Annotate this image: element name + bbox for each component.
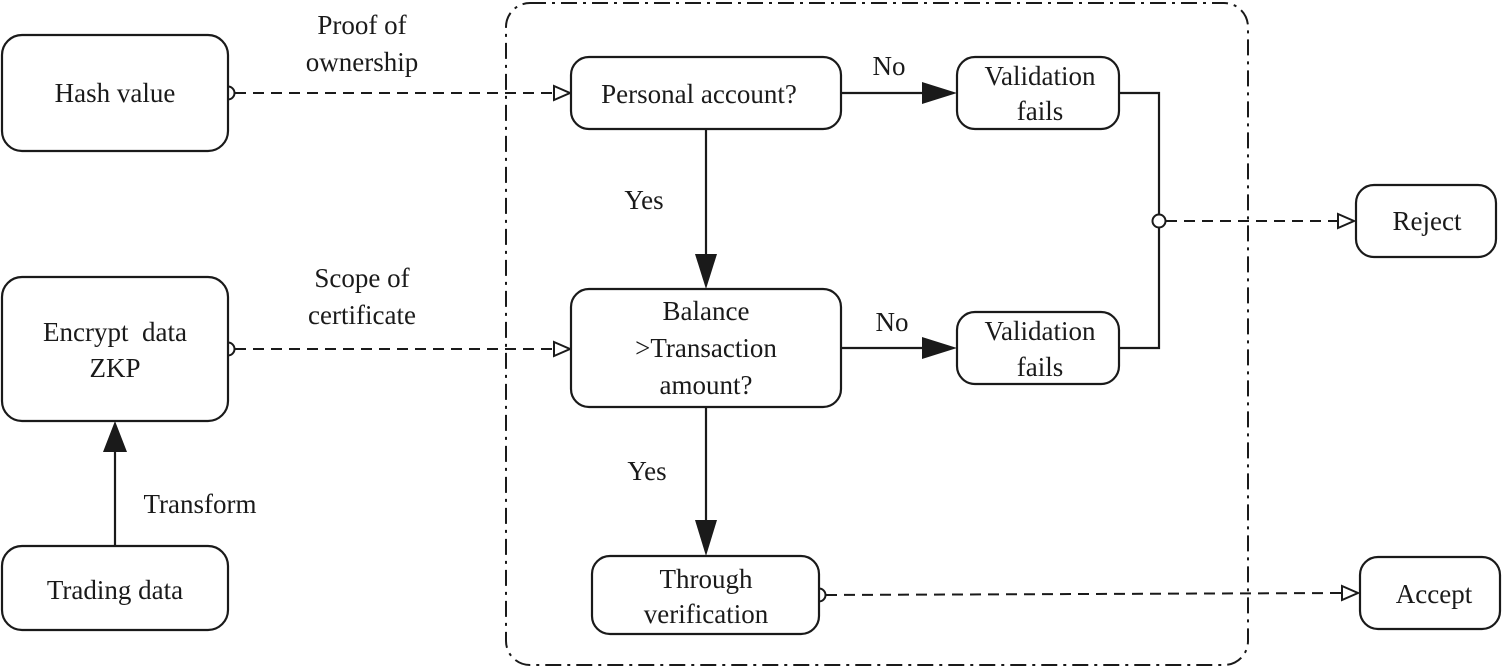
edge-label-yes-1: Yes <box>624 185 663 215</box>
node-reject-label: Reject <box>1393 206 1462 236</box>
node-balance-check-line-2: >Transaction <box>635 333 777 363</box>
node-hash-value: Hash value <box>0 33 230 153</box>
node-validation-fails-2: Validation fails <box>955 310 1121 386</box>
node-through-verification-line-2: verification <box>644 599 769 629</box>
node-personal-account: Personal account? <box>569 55 843 131</box>
node-validation-fails-2-line-2: fails <box>1017 352 1064 382</box>
edge-to-accept <box>825 592 1343 596</box>
node-trading-data: Trading data <box>0 544 230 632</box>
solid-arrowhead <box>922 337 957 359</box>
node-through-verification-line-1: Through <box>660 564 753 594</box>
solid-arrowhead <box>103 421 127 452</box>
open-arrowhead <box>1337 212 1357 230</box>
edge-label-no-1: No <box>873 51 906 81</box>
node-validation-fails-1: Validation fails <box>955 55 1121 131</box>
node-validation-fails-1-line-2: fails <box>1017 96 1064 126</box>
node-reject: Reject <box>1354 183 1498 259</box>
verification-boundary <box>505 2 1249 666</box>
edge-label-scope-of-certificate-line-1: Scope of <box>314 263 409 293</box>
edge-label-scope-of-certificate-line-2: certificate <box>308 300 416 330</box>
connector-dot <box>1151 213 1167 229</box>
node-accept-label: Accept <box>1396 579 1473 609</box>
node-personal-account-label: Personal account? <box>601 79 797 109</box>
edge-label-transform: Transform <box>143 489 256 519</box>
open-arrowhead <box>553 84 573 102</box>
solid-arrowhead <box>922 82 957 104</box>
edge-label-proof-of-ownership-line-2: ownership <box>306 47 418 77</box>
node-validation-fails-1-line-1: Validation <box>985 61 1096 91</box>
open-arrowhead <box>1341 584 1361 602</box>
open-arrowhead <box>553 340 573 358</box>
edge-label-proof-of-ownership-line-1: Proof of <box>317 10 406 40</box>
edge-label-no-2: No <box>876 307 909 337</box>
solid-arrowhead <box>695 254 717 289</box>
node-hash-value-label: Hash value <box>55 78 176 108</box>
node-balance-check-line-1: Balance <box>663 296 750 326</box>
node-balance-check: Balance >Transaction amount? <box>569 287 843 409</box>
node-encrypt-data-line-2: ZKP <box>89 353 140 383</box>
node-balance-check-line-3: amount? <box>660 370 753 400</box>
node-trading-data-label: Trading data <box>47 575 183 605</box>
solid-arrowhead <box>695 520 717 556</box>
node-through-verification: Through verification <box>590 554 821 636</box>
node-encrypt-data-line-1: Encrypt data <box>43 317 187 347</box>
node-accept: Accept <box>1358 555 1502 631</box>
node-validation-fails-2-line-1: Validation <box>985 316 1096 346</box>
edge-label-yes-2: Yes <box>627 456 666 486</box>
node-encrypt-data: Encrypt data ZKP <box>0 275 230 423</box>
